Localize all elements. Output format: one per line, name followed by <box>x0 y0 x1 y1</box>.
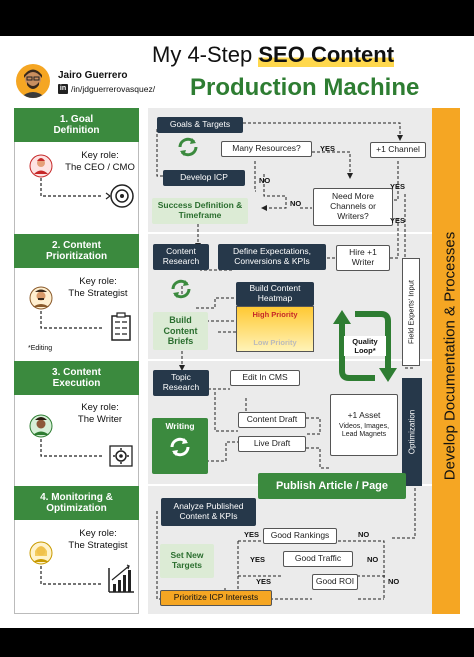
develop-icp-box: Develop ICP <box>163 170 245 186</box>
content-research-box: Content Research <box>153 244 209 270</box>
quality-loop-label: Quality Loop* <box>344 336 386 356</box>
field-experts-box <box>402 258 420 366</box>
step-3-role: Key role:The Writer <box>77 402 123 425</box>
no-label: NO <box>259 176 271 185</box>
prioritize-icp-box: Prioritize ICP Interests <box>160 590 272 606</box>
refresh-cycle-icon-3 <box>170 437 190 456</box>
optimization-box <box>402 378 422 486</box>
many-resources-box: Many Resources? <box>221 141 312 157</box>
linkedin-icon: in <box>58 84 68 94</box>
bar-chart-icon <box>108 564 134 593</box>
step-2-title: 2. Content Prioritization <box>14 234 139 268</box>
plus-asset-title: +1 Asset <box>347 410 381 421</box>
quality-loop-icon <box>330 306 400 386</box>
heatmap-gradient <box>236 306 314 352</box>
yes-label: YES <box>390 182 406 191</box>
low-priority-label: Low Priority <box>253 338 297 347</box>
writer-avatar-icon <box>29 414 53 438</box>
step-3-title: 3. Content Execution <box>14 361 139 395</box>
step-1-role: Key role:The CEO / CMO <box>65 150 135 173</box>
no-label: NO <box>367 555 379 564</box>
optimization-label: Optimization <box>407 409 417 455</box>
content-draft-box: Content Draft <box>238 412 306 428</box>
step-4-role: Key role:The Strategist <box>68 528 128 551</box>
good-traffic-box: Good Traffic <box>283 551 353 567</box>
step-1-title: 1. Goal Definition <box>14 108 139 142</box>
goals-targets-box: Goals & Targets <box>157 117 243 133</box>
build-briefs-box: Build Content Briefs <box>153 312 208 350</box>
title-highlight: SEO Content <box>258 42 395 67</box>
author-name: Jairo Guerrero <box>58 70 128 81</box>
publish-box: Publish Article / Page <box>258 473 406 499</box>
define-expectations-box: Define Expectations, Conversions & KPIs <box>218 244 326 270</box>
step-4-title: 4. Monitoring & Optimization <box>14 486 139 520</box>
flow-connectors <box>156 122 416 604</box>
writing-box: Writing <box>152 418 208 474</box>
yes-label: YES <box>250 555 266 564</box>
page-title-line1: My 4-Step SEO Content <box>152 42 395 67</box>
gear-icon <box>109 445 133 467</box>
live-draft-box: Live Draft <box>238 436 306 452</box>
field-experts-label: Field Experts' Input <box>406 280 416 344</box>
refresh-cycle-icon-1 <box>175 134 201 160</box>
good-rankings-box: Good Rankings <box>263 528 337 544</box>
high-priority-label: High Priority <box>252 310 298 319</box>
left-illustrations <box>29 154 134 593</box>
strategist-female-avatar-icon <box>29 541 53 565</box>
yes-label: YES <box>256 577 272 586</box>
no-label: NO <box>290 199 302 208</box>
build-heatmap-box: Build Content Heatmap <box>236 282 314 306</box>
checklist-icon <box>111 312 131 341</box>
yes-label: YES <box>390 216 406 225</box>
yes-label: YES <box>320 144 336 153</box>
plus-asset-subtitle: Videos, Images, Lead Magnets <box>338 422 390 438</box>
author-avatar <box>16 64 50 98</box>
step-2-role: Key role:The Strategist <box>68 276 128 299</box>
target-icon <box>105 184 134 208</box>
analyze-box: Analyze Published Content & KPIs <box>161 498 256 526</box>
no-label: NO <box>358 530 370 539</box>
success-definition-box: Success Definition & Timeframe <box>152 198 248 224</box>
strategist-avatar-icon <box>29 286 53 310</box>
hire-writer-box: Hire +1 Writer <box>336 245 390 271</box>
documentation-bar <box>432 108 460 614</box>
yes-label: YES <box>244 530 260 539</box>
edit-cms-box: Edit In CMS <box>230 370 300 386</box>
plus-asset-box: +1 Asset Videos, Images, Lead Magnets <box>330 394 398 456</box>
author-handle: /in/jdguerrerovasquez/ <box>71 84 156 94</box>
need-more-box: Need More Channels or Writers? <box>313 188 393 226</box>
infographic: Jairo Guerrero in /in/jdguerrerovasquez/… <box>0 36 474 628</box>
set-targets-box: Set New Targets <box>160 544 214 578</box>
ceo-avatar-icon <box>29 154 53 178</box>
good-roi-box: Good ROI <box>312 574 358 590</box>
page-title-line2: Production Machine <box>190 74 420 101</box>
editing-note: *Editing <box>28 345 53 352</box>
no-label: NO <box>388 577 400 586</box>
topic-research-box: Topic Research <box>153 370 209 396</box>
writing-label: Writing <box>165 421 195 431</box>
refresh-cycle-icon-2 <box>168 276 194 302</box>
plus-one-channel-box: +1 Channel <box>370 142 426 158</box>
